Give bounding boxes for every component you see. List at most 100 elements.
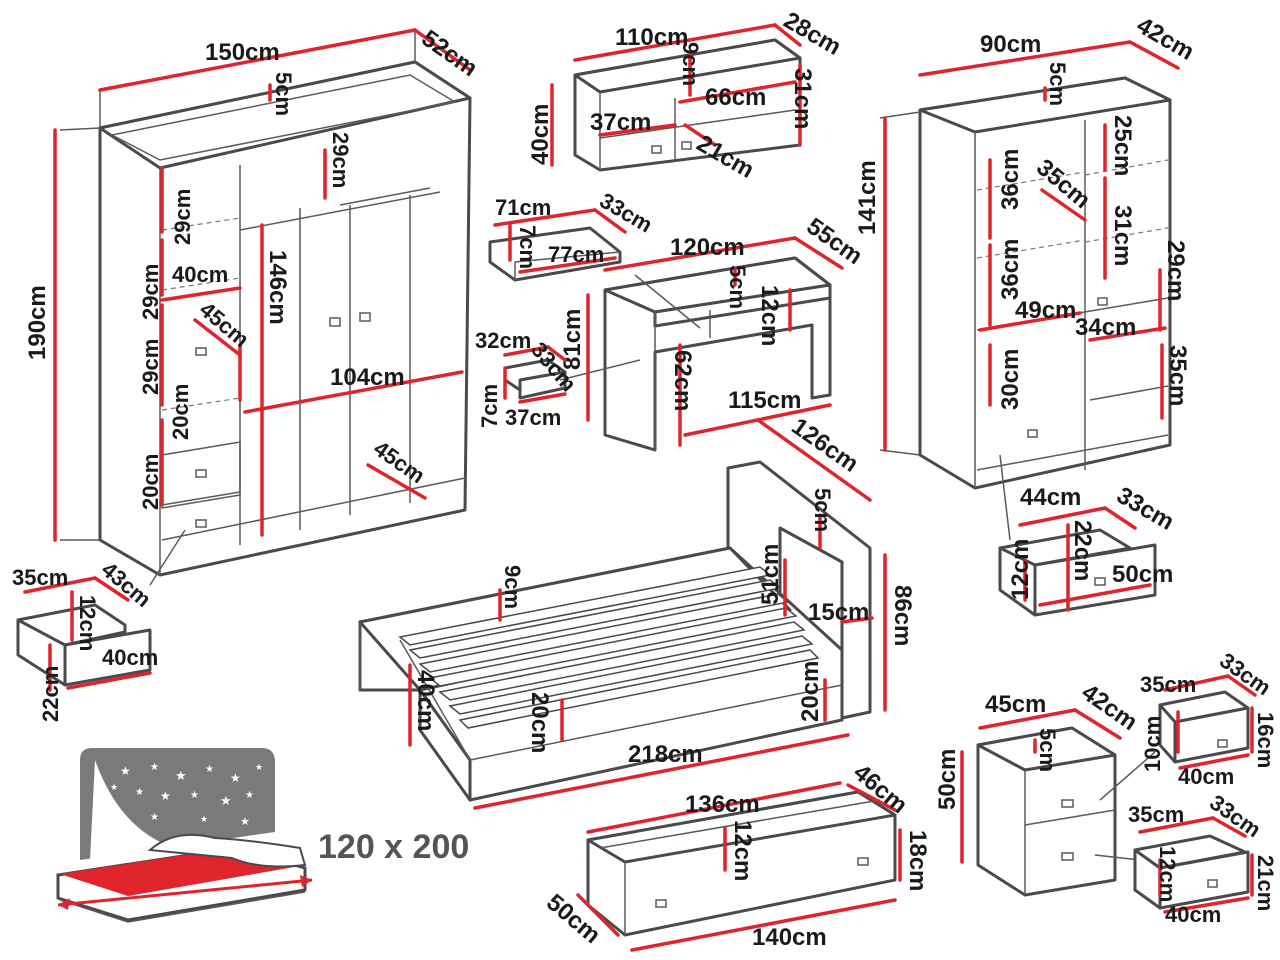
bed-drawer-inner-label: 12cm (729, 820, 756, 881)
bookcase-right-top-label: 25cm (1109, 115, 1136, 176)
nightstand-height-label: 50cm (934, 749, 961, 810)
small-shelf: 71cm 33cm 7cm 77cm (488, 188, 657, 282)
bookcase-right-width-label: 34cm (1075, 314, 1136, 341)
bookcase-drawer-depth-label: 33cm (1112, 482, 1179, 536)
svg-text:★: ★ (160, 789, 171, 803)
ns-drawer-top-width-label: 35cm (1140, 672, 1196, 697)
ns-drawer-bottom-width-label: 35cm (1128, 802, 1184, 827)
bed-slat-gap-label: 9cm (500, 565, 525, 609)
svg-text:★: ★ (220, 793, 232, 808)
bed-frame-height-label: 20cm (526, 692, 553, 753)
bed-drawer-front-width-label: 140cm (752, 924, 827, 951)
small-shelf-depth-label: 33cm (596, 188, 657, 238)
bed-head-thick-label: 15cm (808, 599, 869, 626)
wall-shelf-width-label: 110cm (615, 24, 688, 51)
bookcase-width-label: 90cm (980, 31, 1041, 58)
ns-drawer-bottom-front-label: 40cm (1165, 902, 1221, 927)
bed-foot-height-label: 20cm (797, 661, 824, 722)
wardrobe-shelf-a-label: 29cm (170, 189, 195, 245)
bookcase: 90cm 42cm 141cm 5cm 36cm 35cm 25cm 36cm … (854, 12, 1199, 541)
nightstand: 45cm 42cm 50cm 5cm (934, 679, 1156, 897)
svg-text:★: ★ (205, 764, 214, 775)
svg-text:★: ★ (230, 771, 241, 785)
bed: 126cm 5cm 51cm 15cm 86cm 9cm 40cm 20cm 2… (358, 413, 916, 810)
desk-drawer-height-label: 7cm (477, 384, 502, 428)
bed-drawer-height-label: 18cm (904, 830, 931, 891)
bookcase-height-label: 141cm (854, 160, 881, 235)
wardrobe-height-label: 190cm (24, 285, 51, 360)
svg-text:★: ★ (110, 782, 118, 792)
bookcase-top-gap-label: 5cm (1045, 62, 1070, 106)
bookcase-drawer-inner-label: 22cm (1069, 520, 1096, 581)
wardrobe-door-height-label: 146cm (264, 250, 291, 325)
bookcase-drawer-outer-label: 12cm (1007, 539, 1034, 600)
bed-head-total-label: 86cm (889, 585, 916, 646)
nightstand-drawer-top: 35cm 33cm 10cm 16cm 40cm (1140, 648, 1278, 789)
ns-drawer-bottom-outer-label: 21cm (1253, 855, 1278, 911)
star-field: ★★ ★★ ★★ ★★ ★★ ★★ ★★ ★★ (100, 762, 263, 828)
wardrobe-drawer-height-label: 20cm (138, 454, 163, 510)
wall-shelf-inner-height-label: 31cm (789, 68, 816, 129)
bookcase-inner-width-label: 49cm (1015, 297, 1076, 324)
wardrobe-width-label: 150cm (205, 39, 280, 66)
svg-text:★: ★ (245, 790, 254, 801)
wall-shelf-top-label: 9cm (678, 42, 703, 86)
bookcase-right-mid-label: 31cm (1109, 205, 1136, 266)
bed-drawer-width-label: 136cm (685, 791, 760, 818)
nightstand-drawer-bottom: 35cm 33cm 12cm 21cm 40cm (1128, 790, 1278, 927)
wardrobe-shelf-c-label: 29cm (138, 339, 163, 395)
small-shelf-inner-label: 77cm (548, 242, 604, 267)
desk: 120cm 55cm 81cm 5cm 12cm 62cm 115cm (559, 213, 867, 452)
svg-text:★: ★ (150, 762, 159, 773)
bed-head-height-label: 51cm (757, 544, 784, 605)
wardrobe-drawer-inner-label: 12cm (75, 595, 100, 651)
svg-text:★: ★ (175, 768, 187, 783)
ns-drawer-bottom-inner-label: 12cm (1155, 846, 1180, 902)
svg-text:★: ★ (255, 762, 263, 772)
bookcase-right-side-label: 29cm (1162, 240, 1189, 301)
bookcase-drawer-front-label: 50cm (1112, 561, 1173, 588)
mattress-icon: ★★ ★★ ★★ ★★ ★★ ★★ ★★ ★★ 120 x 200 (56, 748, 469, 923)
wardrobe-low-shelf-label: 20cm (168, 384, 193, 440)
ns-drawer-top-outer-label: 16cm (1253, 712, 1278, 768)
wardrobe-drawer-front-label: 40cm (102, 645, 158, 670)
bed-drawer: 136cm 46cm 12cm 18cm 50cm 140cm (541, 759, 931, 952)
bed-head-top-label: 5cm (810, 488, 835, 532)
desk-width-label: 120cm (670, 234, 745, 261)
desk-drawer-front-label: 37cm (505, 405, 561, 430)
nightstand-depth-label: 42cm (1077, 679, 1143, 736)
bookcase-left-top-label: 36cm (997, 149, 1024, 210)
bookcase-drawer: 44cm 33cm 22cm 12cm 50cm (998, 482, 1179, 617)
wardrobe-top-gap-label: 5cm (271, 72, 296, 116)
ns-drawer-bottom-depth-label: 33cm (1205, 790, 1265, 843)
desk-drawer-width-label: 32cm (475, 328, 531, 353)
svg-text:★: ★ (190, 790, 199, 801)
desk-drawer-height-label: 12cm (756, 285, 783, 346)
bookcase-drawer-width-label: 44cm (1020, 484, 1081, 511)
wardrobe-shelf-b-label: 29cm (138, 264, 163, 320)
small-shelf-height-label: 7cm (515, 225, 540, 269)
svg-text:★: ★ (150, 812, 159, 823)
bookcase-right-low-label: 35cm (1164, 345, 1191, 406)
bookcase-left-low-label: 30cm (997, 349, 1024, 410)
svg-text:★: ★ (200, 814, 208, 824)
desk-leg-height-label: 62cm (669, 350, 696, 411)
wardrobe-drawer-outer-label: 22cm (38, 666, 63, 722)
desk-top-label: 5cm (725, 265, 750, 309)
ns-drawer-top-inner-label: 10cm (1140, 716, 1165, 772)
small-shelf-width-label: 71cm (495, 195, 551, 220)
wardrobe-drawer-width-label: 35cm (12, 565, 68, 590)
wall-shelf-left-width-label: 37cm (590, 109, 651, 136)
wardrobe-rail-width-label: 104cm (330, 364, 405, 391)
bed-length-label: 218cm (628, 741, 703, 768)
svg-text:★: ★ (100, 807, 108, 817)
wall-shelf-inner-width-label: 66cm (705, 84, 766, 111)
wardrobe-drawer: 35cm 43cm 12cm 40cm 22cm (12, 557, 158, 722)
ns-drawer-top-front-label: 40cm (1178, 764, 1234, 789)
bed-side-height-label: 40cm (412, 670, 439, 731)
svg-text:★: ★ (120, 764, 131, 778)
bookcase-depth-label: 42cm (1132, 12, 1199, 66)
wardrobe-door-shelf-label: 29cm (328, 132, 353, 188)
bookcase-left-mid-label: 36cm (997, 239, 1024, 300)
